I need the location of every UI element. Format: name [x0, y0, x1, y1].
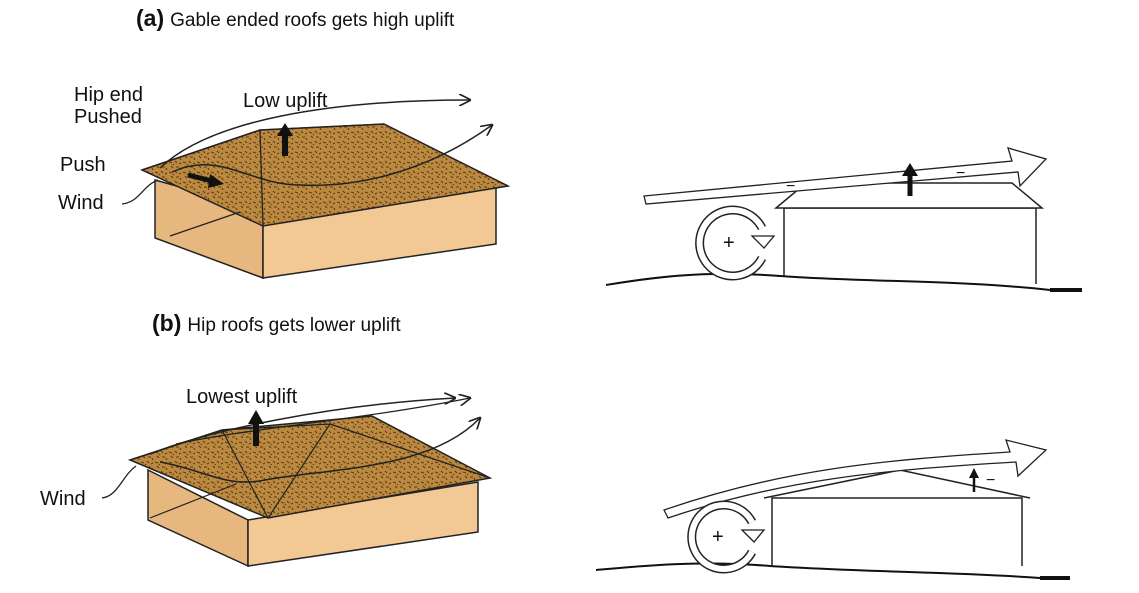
gable-wind-flow-around-hip	[171, 125, 492, 187]
panel-b-caption-text: Hip roofs gets lower uplift	[187, 315, 401, 336]
hip-section-ground	[595, 562, 1041, 579]
gable-section-house	[783, 207, 1037, 284]
gable-section-suction-sign-right: −	[956, 165, 966, 182]
gable-house-wall-diagonal	[169, 211, 241, 237]
gable-wind-flow-over-roof	[159, 100, 470, 169]
hip-wind-flow-over-roof	[149, 398, 455, 455]
hip-section-suction-sign: −	[986, 472, 996, 489]
hip-section-wind-flow-arrow	[663, 439, 1048, 519]
hip-house-drawing	[101, 398, 493, 568]
wind-label-b: Wind	[40, 488, 86, 510]
hip-section-house	[771, 497, 1023, 566]
panel-b-caption: (b)Hip roofs gets lower uplift	[152, 311, 401, 338]
gable-section-uplift-arrow-head	[902, 163, 918, 176]
panel-a-caption-text: Gable ended roofs gets high uplift	[170, 10, 455, 31]
gable-section-rotor-arrow-head	[750, 235, 776, 249]
lowest-uplift-label: Lowest uplift	[186, 386, 298, 408]
wind-label-leader	[121, 179, 159, 205]
gable-section-ground	[605, 272, 1051, 291]
low-uplift-arrow-head	[277, 123, 293, 136]
gable-section-positive-sign: +	[723, 232, 735, 254]
gable-house-ridge-line	[259, 123, 385, 131]
hip-section-uplift-arrow-head	[969, 468, 979, 478]
hip-section-rotor-arrow-inner	[688, 502, 755, 572]
panel-b-tag: (b)	[152, 310, 182, 336]
gable-house-drawing	[121, 100, 511, 280]
hip-house-ridge-right	[329, 423, 491, 479]
gable-section-suction-sign-left: −	[786, 178, 796, 195]
wind-label-a: Wind	[58, 192, 104, 214]
hip-section-positive-sign: +	[712, 526, 724, 548]
low-uplift-label: Low uplift	[243, 90, 328, 112]
hip-section-rotor-arrow-head	[740, 529, 766, 543]
gable-section-rotor-arrow-inner	[696, 207, 765, 279]
hip-section-drawing	[595, 439, 1070, 580]
push-label: Push	[60, 154, 106, 176]
hip-wind-flow-around-hip	[159, 418, 480, 483]
push-arrow-head	[208, 174, 224, 188]
panel-a-tag: (a)	[136, 5, 165, 31]
gable-section-drawing	[605, 147, 1082, 292]
hip-end-label-line2: Pushed	[74, 106, 142, 128]
lowest-uplift-arrow-head	[248, 410, 264, 424]
gable-section-wind-flow-arrow	[643, 147, 1048, 205]
hip-house-wall-diagonal	[149, 483, 237, 519]
wind-label-leader-b	[101, 465, 137, 499]
panel-a-caption: (a)Gable ended roofs gets high uplift	[136, 6, 454, 33]
hip-wind-flow-middle	[175, 398, 470, 445]
push-arrow	[187, 172, 213, 184]
hip-end-label-line1: Hip end	[74, 84, 143, 106]
